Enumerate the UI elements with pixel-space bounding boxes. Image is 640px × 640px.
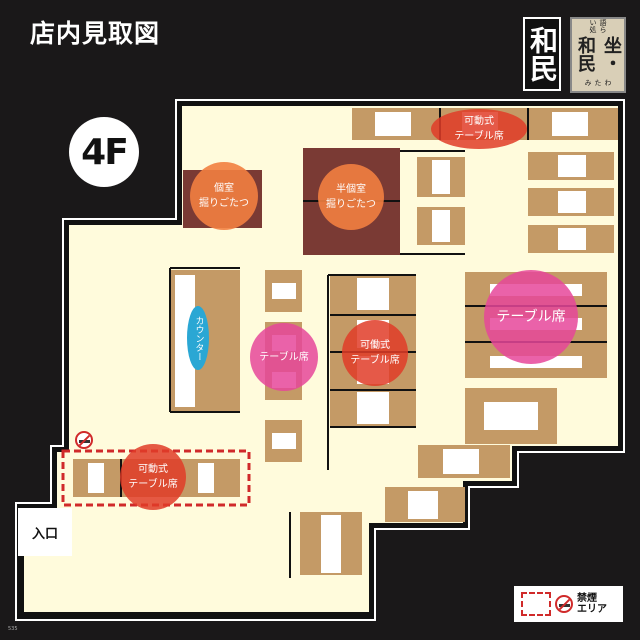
zone-label: テーブル席 xyxy=(454,131,504,142)
entrance-label: 入口 xyxy=(18,508,72,556)
legend-line2: エリア xyxy=(577,604,607,615)
logo-small-top: 語らい処 xyxy=(589,19,607,33)
legend: 禁煙エリア xyxy=(514,586,623,622)
watami-logo: 和民 xyxy=(523,17,561,91)
zone-label: テーブル席 xyxy=(259,351,309,363)
no-smoking-icon xyxy=(75,431,93,449)
zone-label: 掘りごたつ xyxy=(326,199,376,210)
zone-label: 掘りごたつ xyxy=(199,198,249,209)
zone-big-table[interactable]: テーブル席 xyxy=(484,270,578,364)
legend-dashed-box xyxy=(521,592,551,616)
zone-label: カウンター xyxy=(193,315,204,361)
logo-small-bottom: わたみ xyxy=(584,78,612,86)
no-smoking-icon xyxy=(555,595,573,613)
zone-label: テーブル席 xyxy=(350,355,400,366)
image-code: 535 xyxy=(8,626,18,632)
zone-label: テーブル席 xyxy=(496,308,566,325)
zone-label: 半個室 xyxy=(336,184,366,195)
zone-counter[interactable]: カウンター xyxy=(187,306,209,370)
zone-center-table[interactable]: テーブル席 xyxy=(250,323,318,391)
zone-label: 可働式 xyxy=(360,340,390,351)
zone-top-movable[interactable]: 可動式テーブル席 xyxy=(431,109,527,149)
za-watami-logo: 語らい処坐・和民わたみ xyxy=(570,17,626,93)
zone-semi-private[interactable]: 半個室掘りごたつ xyxy=(318,164,384,230)
zone-private-room[interactable]: 個室掘りごたつ xyxy=(190,162,258,230)
page-title: 店内見取図 xyxy=(30,19,161,48)
zone-smoke-free-movable[interactable]: 可動式テーブル席 xyxy=(120,444,186,510)
zone-label: 可動式 xyxy=(464,116,494,127)
zone-label: 個室 xyxy=(214,183,234,194)
legend-line1: 禁煙 xyxy=(577,593,597,604)
zone-label: 可動式 xyxy=(138,464,168,475)
logo-main-text: 坐・和民 xyxy=(575,35,622,72)
floor-badge: 4F xyxy=(69,117,139,187)
zone-middle-movable[interactable]: 可働式テーブル席 xyxy=(342,320,408,386)
zone-label: テーブル席 xyxy=(128,479,178,490)
